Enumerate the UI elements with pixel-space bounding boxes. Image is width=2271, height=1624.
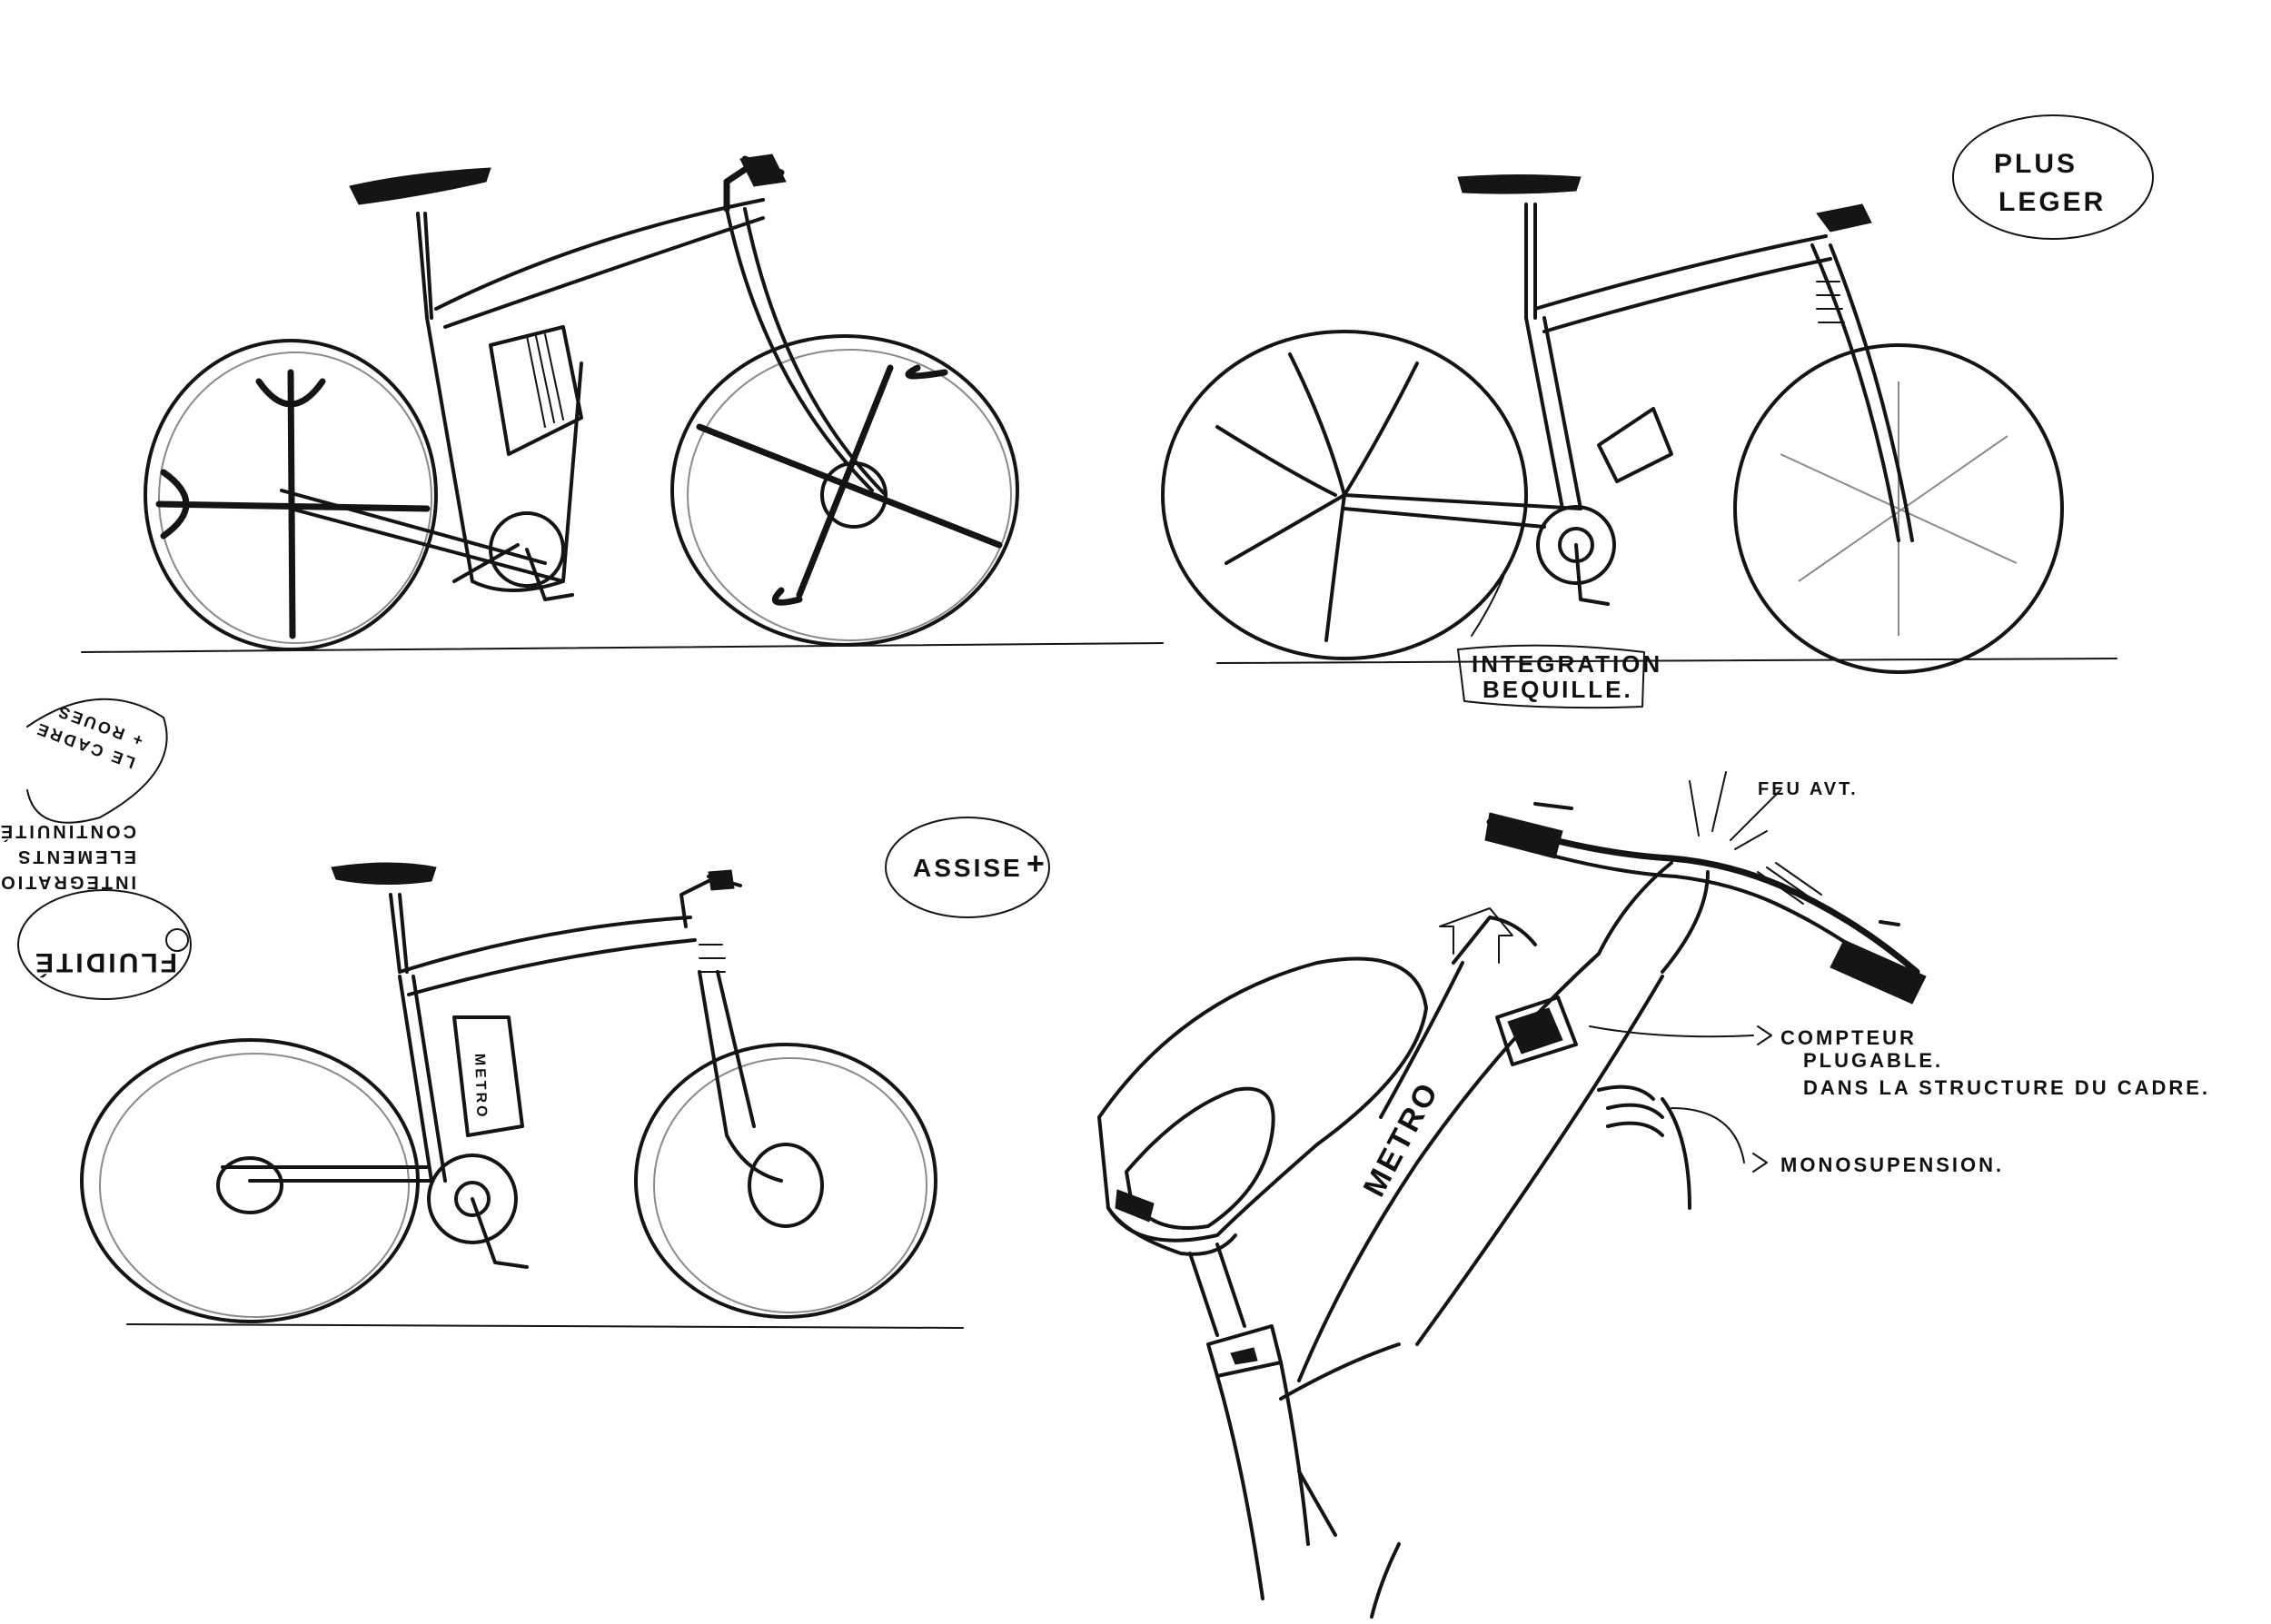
monosuspension-label: MONOSUPENSION. xyxy=(1780,1154,2004,1176)
front-wheel xyxy=(670,334,1019,647)
mirrored-line-3: CONTINUITÉ xyxy=(0,821,136,842)
mirrored-notes: INTEGRATION ELEMENTS CONTINUITÉ LE CADRE… xyxy=(0,698,192,1000)
arrow-icon xyxy=(1471,576,1504,637)
crank-hub xyxy=(489,511,565,588)
fluidite-label: FLUIDITÉ xyxy=(33,947,177,978)
ground-line xyxy=(1216,658,2117,664)
mirrored-note-bubble xyxy=(26,698,168,824)
tick-icon xyxy=(1752,1153,1768,1173)
front-wheel xyxy=(1733,343,2064,674)
ground-line xyxy=(126,1323,964,1329)
bicycle-sketch-2: PLUS LEGER INTEGRATION BEQUILLE. xyxy=(1161,114,2154,709)
plus-leger-line-2: LEGER xyxy=(1998,187,2106,217)
assise-plus: + xyxy=(1026,847,1047,881)
bicycle-sketch-1 xyxy=(81,153,1164,653)
assise-label: ASSISE xyxy=(913,854,1023,882)
compteur-line-1: COMPTEUR xyxy=(1780,1026,1917,1049)
bequille-box xyxy=(1457,644,1645,709)
frame-brand-small: METRO xyxy=(471,1054,490,1120)
rear-wheel xyxy=(1161,330,1528,660)
left-grip xyxy=(1484,812,1563,859)
plus-leger-line-1: PLUS xyxy=(1994,149,2078,179)
computer-pod xyxy=(1507,1007,1563,1055)
ground-line xyxy=(81,642,1164,653)
rear-wheel xyxy=(144,339,438,651)
compteur-leader xyxy=(1589,1025,1754,1038)
right-grip xyxy=(1830,939,1927,1005)
saddle xyxy=(1457,174,1582,194)
saddle xyxy=(1097,956,1428,1243)
crank-hub xyxy=(427,1154,518,1244)
saddle xyxy=(349,167,491,205)
bicycle-sketch-3: METRO ASSISE + xyxy=(80,817,1050,1329)
compteur-line-3: DANS LA STRUCTURE DU CADRE. xyxy=(1803,1076,2210,1099)
saddle xyxy=(331,862,437,886)
mirrored-line-1: INTEGRATION xyxy=(0,872,136,892)
mirrored-line-2: ELEMENTS xyxy=(15,847,136,866)
crank-hub xyxy=(1536,505,1616,585)
bequille-line-1: INTEGRATION xyxy=(1472,650,1662,678)
plus-leger-bubble xyxy=(1952,114,2154,240)
arrow-icon xyxy=(1439,907,1513,964)
handlebar-grip xyxy=(708,869,735,891)
bequille-line-2: BEQUILLE. xyxy=(1483,676,1633,703)
mono-leader xyxy=(1671,1107,1745,1164)
fluidite-bubble xyxy=(17,889,192,1000)
light-rays xyxy=(1689,771,1781,850)
handlebar-grip xyxy=(1816,203,1872,233)
ring-icon xyxy=(165,928,189,952)
feu-avant-label: FEU AVT. xyxy=(1758,779,1859,799)
assise-bubble xyxy=(885,817,1050,918)
tick-icon xyxy=(1757,1025,1772,1045)
suspension-spring xyxy=(1597,1084,1664,1137)
front-wheel xyxy=(634,1043,937,1319)
compteur-line-2: PLUGABLE. xyxy=(1803,1049,1943,1072)
frame-perspective-sketch: METRO FEU AVT. COMPTEUR PLUGABLE. DANS L… xyxy=(1097,771,2210,1619)
handlebar-grip xyxy=(739,153,787,187)
